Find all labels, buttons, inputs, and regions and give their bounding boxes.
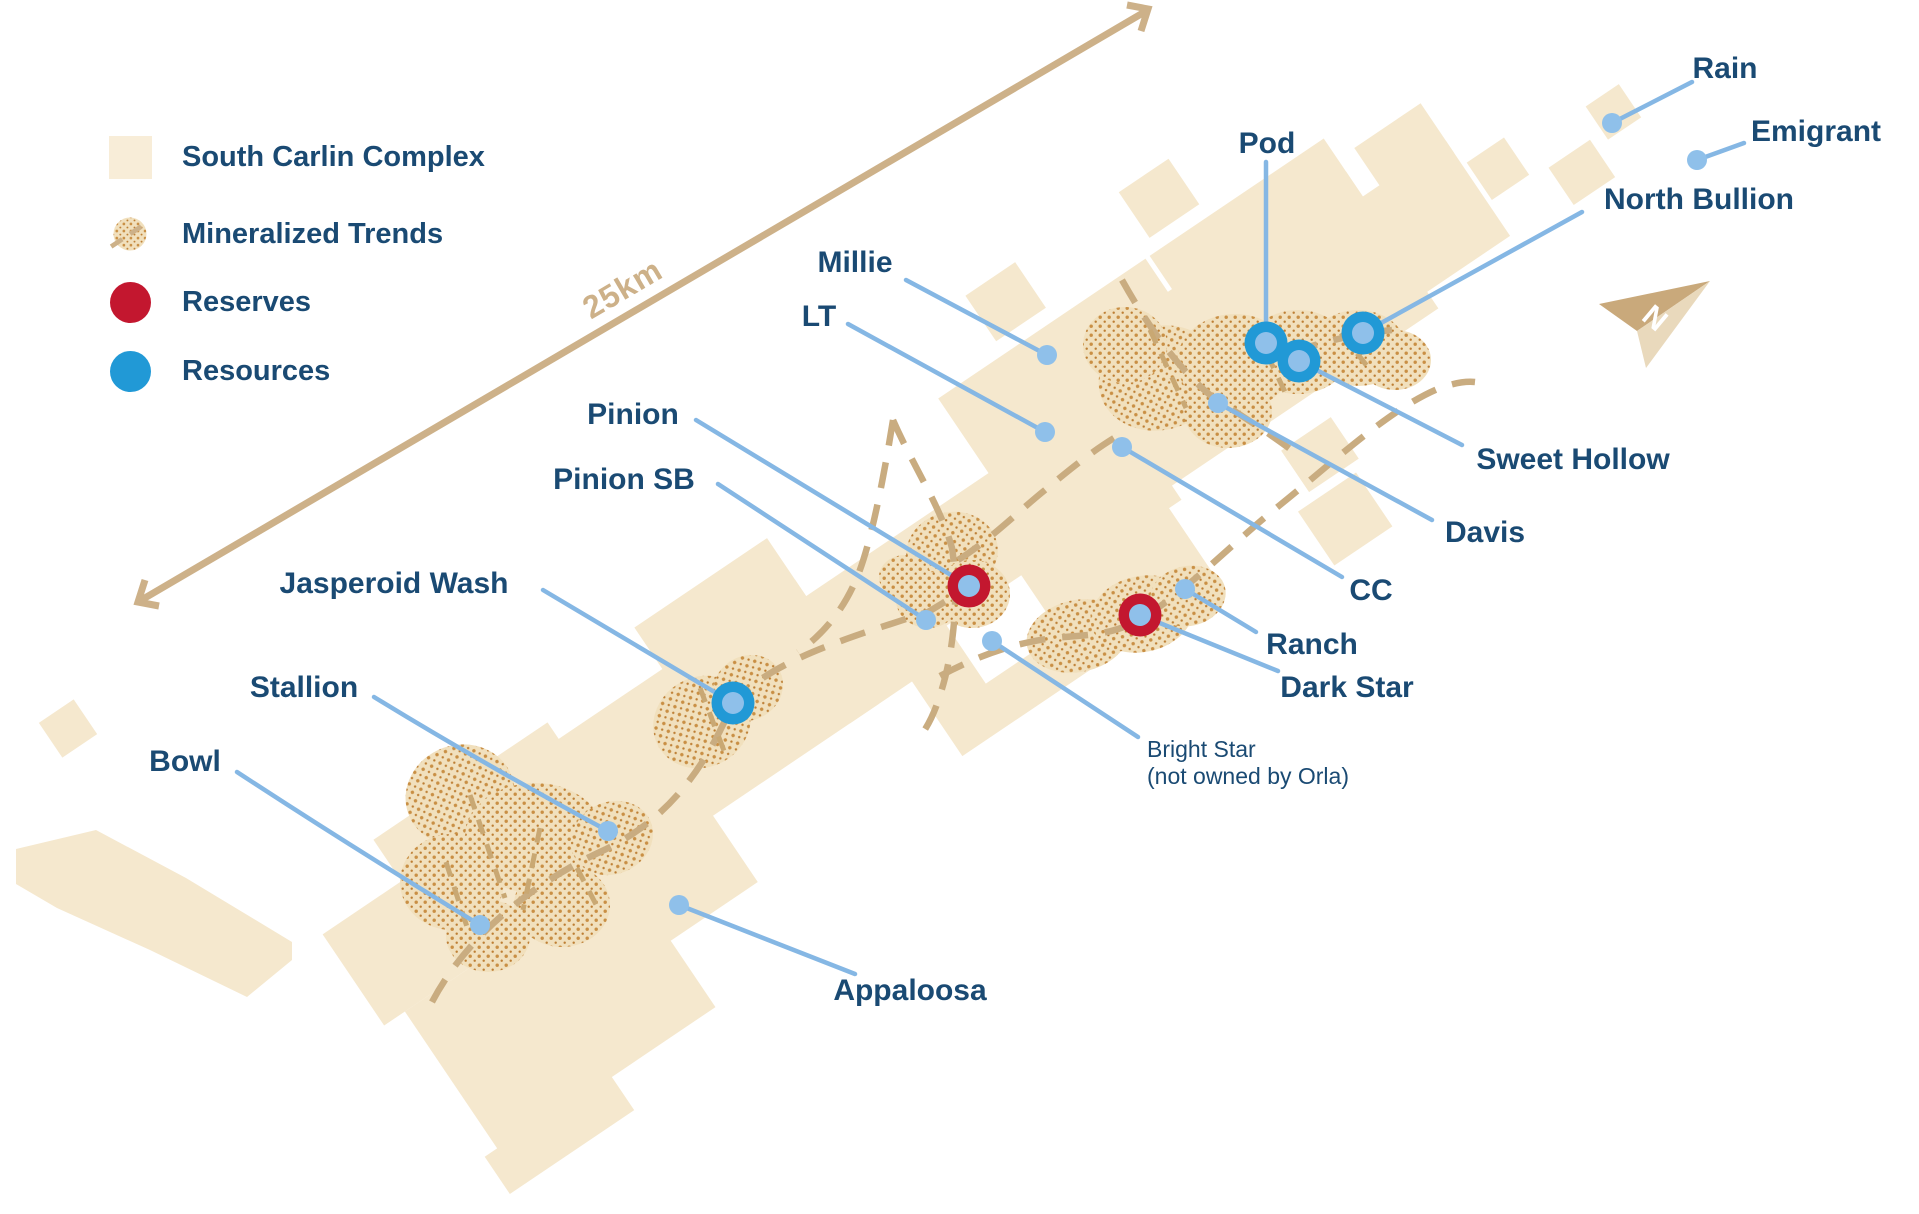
leader-line-north-bullion	[1360, 209, 1585, 336]
scale-arrow	[133, 1, 1153, 610]
site-label-davis: Davis	[1445, 516, 1525, 549]
site-label-appaloosa: Appaloosa	[833, 974, 987, 1007]
site-label-cc: CC	[1349, 574, 1392, 607]
spot-dot-appaloosa	[669, 895, 689, 915]
detached-claim-parcel	[16, 830, 292, 997]
leader-line-ranch	[1182, 586, 1259, 635]
leader-line-sweet-hollow	[1296, 358, 1465, 448]
spot-dot-rain	[1602, 113, 1622, 133]
site-markers	[470, 113, 1707, 935]
marker-center-dot-north-bullion	[1352, 322, 1374, 344]
legend-label-complex: South Carlin Complex	[182, 140, 485, 173]
spot-dot-lt	[1035, 422, 1055, 442]
leader-line-jasperoid-wash	[540, 587, 736, 706]
trend-dashed-lines	[429, 278, 1476, 1004]
marker-center-dot-sweet-hollow	[1288, 350, 1310, 372]
leader-line-cc	[1119, 444, 1345, 580]
spot-dot-bowl	[470, 915, 490, 935]
site-label-lt: LT	[802, 300, 836, 333]
leader-line-pinion	[693, 417, 972, 589]
site-label-millie: Millie	[817, 246, 892, 279]
reserves-icon	[108, 280, 152, 324]
legend-label-trends: Mineralized Trends	[182, 217, 444, 250]
marker-center-dot-pod	[1255, 332, 1277, 354]
spot-dot-ranch	[1175, 579, 1195, 599]
site-label-bowl: Bowl	[149, 745, 221, 778]
legend-row-reserves: Reserves	[108, 280, 311, 324]
site-label-sweet-hollow: Sweet Hollow	[1476, 443, 1670, 476]
leader-line-stallion	[371, 694, 611, 834]
site-label-stallion: Stallion	[250, 671, 358, 704]
spot-dot-davis	[1208, 393, 1228, 413]
site-label-jasperoid-wash: Jasperoid Wash	[280, 567, 509, 600]
leader-line-appaloosa	[676, 902, 858, 977]
north-arrow-icon: N	[1599, 281, 1710, 368]
site-label-ranch: Ranch	[1266, 628, 1358, 661]
site-label-emigrant: Emigrant	[1751, 115, 1881, 148]
legend-row-trends: Mineralized Trends	[108, 212, 443, 256]
leader-line-pinion-sb	[715, 481, 929, 623]
legend-label-resources: Resources	[182, 354, 331, 387]
site-label-pinion-sb: Pinion SB	[553, 463, 695, 496]
spot-dot-emigrant	[1687, 150, 1707, 170]
marker-center-dot-jasperoid-wash	[722, 692, 744, 714]
site-label-pinion: Pinion	[587, 398, 679, 431]
leader-line-davis	[1215, 400, 1435, 523]
leader-line-lt	[845, 321, 1048, 435]
scale-arrowhead-ne	[1126, 1, 1153, 33]
site-label-bright-star: Bright Star	[1147, 736, 1256, 762]
marker-center-dot-dark-star	[1129, 604, 1151, 626]
spot-dot-stallion	[598, 821, 618, 841]
site-note-bright-star: (not owned by Orla)	[1147, 763, 1349, 789]
spot-dot-pinion-sb	[916, 610, 936, 630]
leader-line-dark-star	[1137, 612, 1281, 674]
site-label-pod: Pod	[1239, 127, 1296, 160]
legend-label-reserves: Reserves	[182, 285, 311, 318]
legend-row-complex: South Carlin Complex	[108, 135, 485, 179]
legend-row-resources: Resources	[108, 349, 330, 393]
leader-line-millie	[903, 277, 1050, 358]
spot-dot-cc	[1112, 437, 1132, 457]
mineralized-trends-icon	[108, 212, 152, 256]
site-label-dark-star: Dark Star	[1280, 671, 1414, 704]
site-label-rain: Rain	[1692, 52, 1757, 85]
complex-swatch	[108, 135, 152, 179]
leader-line-rain	[1609, 79, 1695, 126]
spot-dot-bright-star	[982, 631, 1002, 651]
leader-line-bowl	[234, 769, 483, 928]
marker-center-dot-pinion	[958, 575, 980, 597]
resources-icon	[108, 349, 152, 393]
leader-line-bright-star	[989, 638, 1141, 740]
leader-lines	[234, 79, 1747, 977]
scale-arrowhead-sw	[133, 578, 160, 610]
site-label-north-bullion: North Bullion	[1604, 183, 1794, 216]
spot-dot-millie	[1037, 345, 1057, 365]
